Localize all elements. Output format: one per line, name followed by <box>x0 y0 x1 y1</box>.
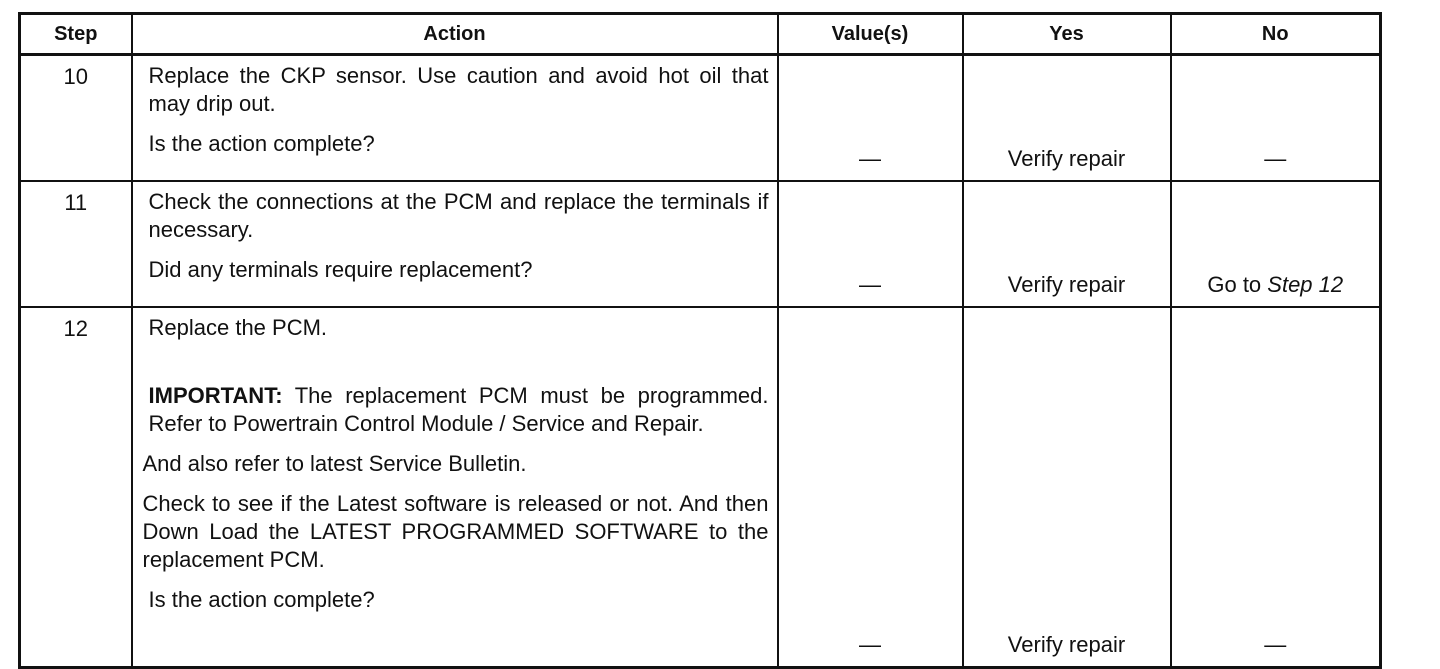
action-text-software: Check to see if the Latest software is r… <box>142 491 769 572</box>
yes-cell: Verify repair <box>961 54 1172 182</box>
important-note: IMPORTANT: The replacement PCM must be p… <box>149 382 769 438</box>
no-cell: Go to Step 12 <box>1169 181 1382 308</box>
action-question: Is the action complete? <box>148 587 375 612</box>
step-12-link[interactable]: Step 12 <box>1267 272 1344 297</box>
action-text: Replace the CKP sensor. Use caution and … <box>148 63 769 116</box>
step-number: 11 <box>18 181 133 308</box>
yes-cell: Verify repair <box>961 307 1172 669</box>
value-cell: — <box>776 54 964 182</box>
action-cell: Replace the PCM. IMPORTANT: The replacem… <box>130 307 779 669</box>
action-text: Replace the PCM. <box>148 315 328 340</box>
header-values: Value(s) <box>776 13 964 56</box>
header-action: Action <box>130 13 779 56</box>
yes-cell: Verify repair <box>961 181 1172 308</box>
header-row: Step Action Value(s) Yes No <box>18 13 1382 56</box>
value-cell: — <box>776 181 964 308</box>
important-label: IMPORTANT: <box>148 383 283 408</box>
step-number: 12 <box>18 307 133 669</box>
no-cell: — <box>1169 307 1382 669</box>
step-number: 10 <box>18 54 133 182</box>
action-cell: Check the connections at the PCM and rep… <box>130 181 779 308</box>
important-text: The replacement PCM must be programmed. … <box>148 383 769 436</box>
action-question: Did any terminals require replacement? <box>148 257 533 282</box>
diagnostic-table: Step Action Value(s) Yes No 10 Replace t… <box>18 12 1382 669</box>
header-step: Step <box>18 13 133 56</box>
table-row: 10 Replace the CKP sensor. Use caution a… <box>18 54 1382 182</box>
header-yes: Yes <box>961 13 1172 56</box>
header-no: No <box>1169 13 1382 56</box>
action-text: Check the connections at the PCM and rep… <box>148 189 769 242</box>
value-cell: — <box>776 307 964 669</box>
table-row: 12 Replace the PCM. IMPORTANT: The repla… <box>18 307 1382 669</box>
action-text-service-bulletin: And also refer to latest Service Bulleti… <box>142 451 527 476</box>
action-cell: Replace the CKP sensor. Use caution and … <box>130 54 779 182</box>
no-prefix: Go to <box>1207 272 1268 297</box>
action-question: Is the action complete? <box>148 131 375 156</box>
no-cell: — <box>1169 54 1382 182</box>
table-row: 11 Check the connections at the PCM and … <box>18 181 1382 308</box>
